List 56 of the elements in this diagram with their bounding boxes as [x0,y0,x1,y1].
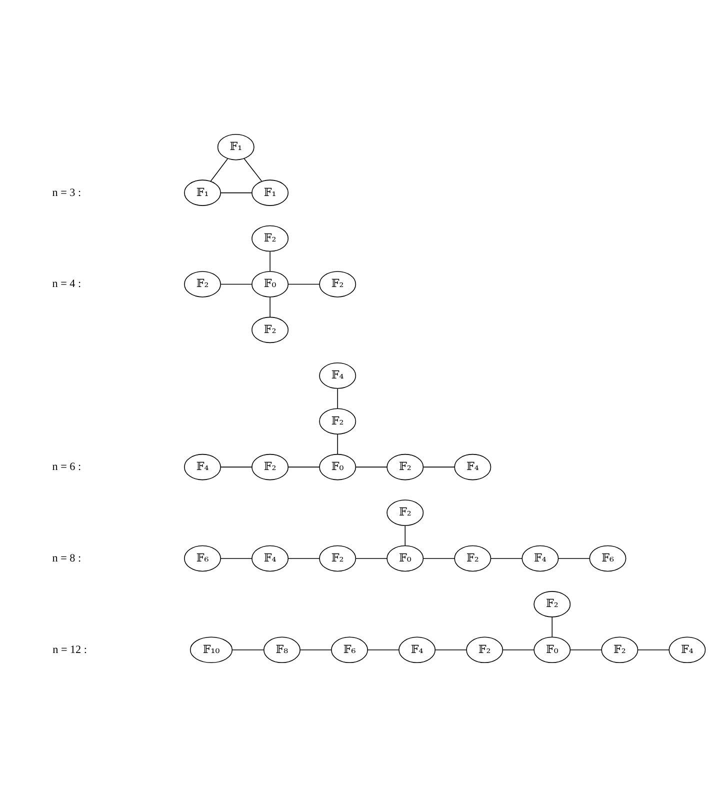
connector [558,558,590,559]
node-ellipse: 𝔽₄ [319,362,356,389]
node-ellipse: 𝔽₂ [252,316,289,344]
connector [244,158,262,182]
label: n = 4 : [52,278,82,290]
node-ellipse: 𝔽₄ [184,454,221,480]
node-ellipse: 𝔽₂ [252,225,289,252]
node-ellipse: 𝔽₄ [668,636,706,664]
node-ellipse: 𝔽₄ [454,454,492,480]
node-ellipse: 𝔽₄ [398,636,436,664]
label: n = 6 : [52,461,82,474]
connector [404,525,406,546]
connector [337,434,338,454]
node-ellipse: 𝔽₁ [252,180,289,206]
label: n = 12 : [52,644,87,656]
node-ellipse: 𝔽₀ [386,545,424,572]
node-ellipse: 𝔽₁₀ [190,636,233,664]
node-ellipse: 𝔽₁ [184,180,221,206]
connector [288,466,320,468]
connector [490,558,522,559]
node-ellipse: 𝔽₀ [252,271,289,298]
connector [552,616,553,638]
connector [220,466,252,468]
node-ellipse: 𝔽₂ [252,454,289,480]
label: n = 8 : [52,552,82,564]
node-ellipse: 𝔽₄ [522,545,559,572]
connector [355,466,388,468]
node-ellipse: 𝔽₀ [534,636,571,664]
connector [220,192,252,194]
node-ellipse: 𝔽₂ [386,454,424,480]
connector [422,558,455,559]
node-ellipse: 𝔽₂ [534,591,571,618]
node-ellipse: 𝔽₁ [217,134,254,160]
node-ellipse: 𝔽₂ [319,545,356,572]
connector [220,284,252,285]
node-ellipse: 𝔽₂ [386,500,424,526]
node-ellipse: 𝔽₂ [319,271,356,298]
node-ellipse: 𝔽₂ [601,636,638,664]
connector [220,558,252,559]
node-ellipse: 𝔽₀ [319,454,356,480]
connector [422,466,455,468]
node-ellipse: 𝔽₆ [331,636,368,664]
node-ellipse: 𝔽₆ [184,545,221,572]
connector [355,558,388,559]
connector [210,158,228,182]
node-ellipse: 𝔽₂ [184,271,221,298]
node-ellipse: 𝔽₂ [466,636,504,664]
connector [288,284,320,285]
node-ellipse: 𝔽₄ [252,545,289,572]
node-ellipse: 𝔽₆ [589,545,626,572]
node-ellipse: 𝔽₈ [263,636,300,664]
node-ellipse: 𝔽₂ [454,545,492,572]
connector [288,558,320,559]
node-ellipse: 𝔽₂ [319,408,356,434]
connector [337,388,338,409]
label: n = 3 : [52,186,82,199]
